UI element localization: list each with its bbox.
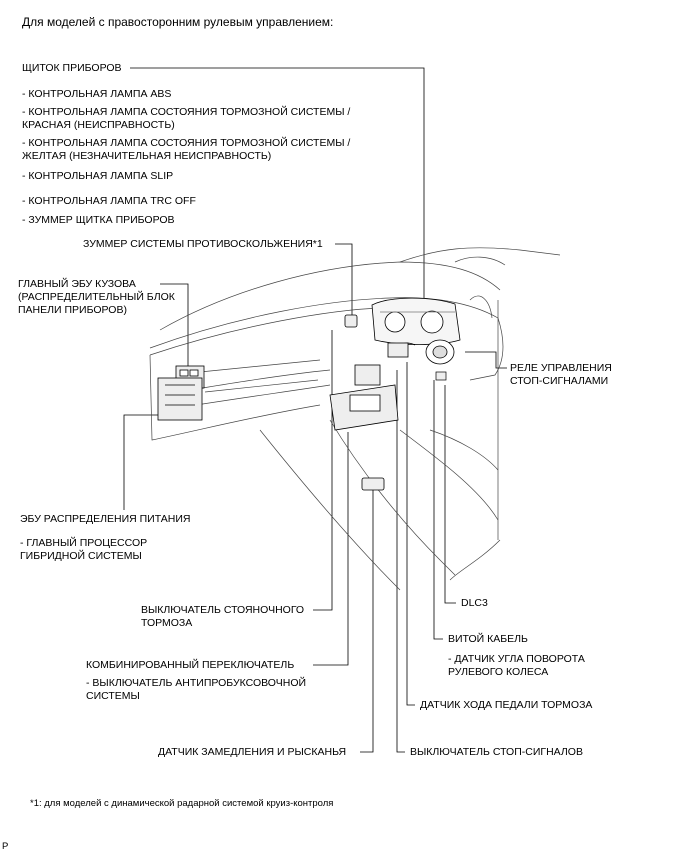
dashboard-outline: [149, 247, 561, 591]
label-spiral-cable: ВИТОЙ КАБЕЛЬ: [448, 633, 528, 645]
label-stop-relay-1: РЕЛЕ УПРАВЛЕНИЯ: [510, 362, 612, 374]
label-combo-switch: КОМБИНИРОВАННЫЙ ПЕРЕКЛЮЧАТЕЛЬ: [86, 659, 295, 671]
footnote: *1: для моделей с динамической радарной …: [30, 798, 334, 809]
header: Для моделей с правосторонним рулевым упр…: [22, 15, 334, 29]
center-console-part: [329, 364, 399, 431]
corner-mark: P: [2, 841, 9, 852]
label-pedal-stroke: ДАТЧИК ХОДА ПЕДАЛИ ТОРМОЗА: [420, 699, 593, 711]
label-dlc3: DLC3: [461, 597, 488, 609]
instrument-cluster-part: [371, 297, 461, 345]
label-brake-yellow-2: ЖЕЛТАЯ (НЕЗНАЧИТЕЛЬНАЯ НЕИСПРАВНОСТЬ): [22, 150, 272, 162]
label-steer-angle-2: РУЛЕВОГО КОЛЕСА: [448, 666, 549, 678]
label-panel-buzzer: - ЗУММЕР ЩИТКА ПРИБОРОВ: [22, 214, 175, 226]
label-power-ecu: ЭБУ РАСПРЕДЕЛЕНИЯ ПИТАНИЯ: [20, 513, 191, 525]
label-yaw-sensor: ДАТЧИК ЗАМЕДЛЕНИЯ И РЫСКАНЬЯ: [158, 746, 347, 758]
label-hybrid-cpu-1: - ГЛАВНЫЙ ПРОЦЕССОР: [20, 537, 148, 549]
label-parking-brake-2: ТОРМОЗА: [141, 617, 193, 629]
label-parking-brake-1: ВЫКЛЮЧАТЕЛЬ СТОЯНОЧНОГО: [141, 604, 305, 616]
label-instrument-panel: ЩИТОК ПРИБОРОВ: [22, 62, 122, 74]
label-abs-lamp: - КОНТРОЛЬНАЯ ЛАМПА ABS: [22, 88, 172, 100]
power-ecu-part: [157, 377, 203, 421]
label-brake-red-2: КРАСНАЯ (НЕИСПРАВНОСТЬ): [22, 119, 175, 131]
label-body-ecu-3: ПАНЕЛИ ПРИБОРОВ): [18, 304, 127, 316]
label-traction-switch-1: - ВЫКЛЮЧАТЕЛЬ АНТИПРОБУКСОВОЧНОЙ: [86, 677, 307, 689]
stop-relay-part: [435, 371, 447, 381]
label-body-ecu-2: (РАСПРЕДЕЛИТЕЛЬНЫЙ БЛОК: [18, 291, 175, 303]
label-steer-angle-1: - ДАТЧИК УГЛА ПОВОРОТА: [448, 653, 585, 665]
label-brake-yellow-1: - КОНТРОЛЬНАЯ ЛАМПА СОСТОЯНИЯ ТОРМОЗНОЙ …: [22, 137, 351, 149]
label-trc-off-lamp: - КОНТРОЛЬНАЯ ЛАМПА TRC OFF: [22, 195, 196, 207]
label-stop-relay-2: СТОП-СИГНАЛАМИ: [510, 375, 609, 387]
label-slip-lamp: - КОНТРОЛЬНАЯ ЛАМПА SLIP: [22, 170, 174, 182]
leader-lines: [123, 67, 507, 753]
label-brake-red-1: - КОНТРОЛЬНАЯ ЛАМПА СОСТОЯНИЯ ТОРМОЗНОЙ …: [22, 106, 351, 118]
label-body-ecu-1: ГЛАВНЫЙ ЭБУ КУЗОВА: [18, 278, 136, 290]
label-hybrid-cpu-2: ГИБРИДНОЙ СИСТЕМЫ: [20, 550, 142, 562]
label-traction-switch-2: СИСТЕМЫ: [86, 690, 140, 702]
buzzer-part: [344, 314, 358, 328]
label-precollision-buzzer: ЗУММЕР СИСТЕМЫ ПРОТИВОСКОЛЬЖЕНИЯ*1: [83, 238, 323, 250]
label-stop-switch: ВЫКЛЮЧАТЕЛЬ СТОП-СИГНАЛОВ: [410, 746, 583, 758]
yaw-sensor-part: [361, 477, 385, 491]
steering-wheel-part: [387, 339, 455, 365]
